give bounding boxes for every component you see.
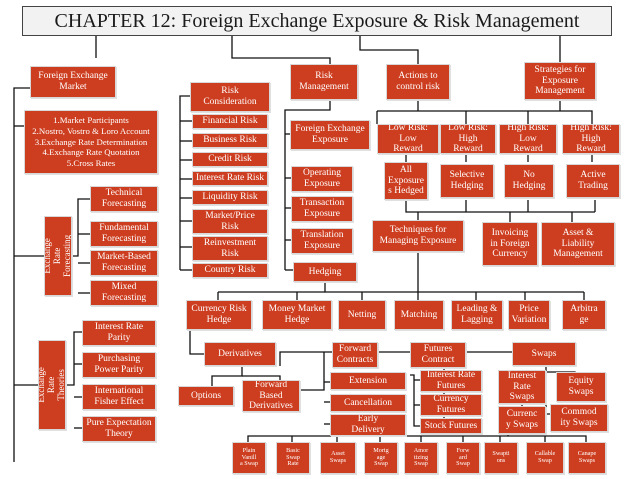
- connector: [72, 198, 90, 257]
- connector: [179, 95, 190, 270]
- node-pure-expectation-theory: Pure Expectation Theory: [82, 416, 156, 442]
- node-exchange-rate-theories: Exchange Rate Theories: [38, 340, 66, 430]
- node-price-variation: Price Variation: [508, 300, 550, 330]
- connector: [189, 330, 204, 355]
- node-forward-contracts: Forward Contracts: [332, 342, 378, 368]
- node-interest-rate-futures: Interest Rate Futures: [420, 370, 482, 392]
- node-extension: Extension: [330, 372, 406, 390]
- node-mortgage-swap: Mortg age Swap: [364, 442, 398, 474]
- node-derivatives: Derivatives: [204, 342, 276, 366]
- node-plain-vanilla-swap: Plain Vanill a Swap: [232, 442, 266, 474]
- node-high-risk-high-reward: High Risk: High Reward: [562, 124, 620, 154]
- node-arbitrage: Arbitra ge: [562, 300, 606, 330]
- node-high-risk-low-reward: High Risk: Low Reward: [499, 124, 557, 154]
- connector: [545, 372, 550, 415]
- connector: [231, 36, 331, 64]
- node-canape-swaps: Canape Swaps: [568, 442, 606, 474]
- node-futures-contract: Futures Contract: [410, 342, 466, 368]
- node-techniques-managing-exposure: Techniques for Managing Exposure: [372, 220, 464, 252]
- node-matching: Matching: [394, 300, 444, 330]
- node-actions-to-control-risk: Actions to control risk: [386, 64, 450, 100]
- node-swaps: Swaps: [512, 342, 576, 366]
- node-commodity-swaps: Commod ity Swaps: [550, 404, 608, 432]
- connector: [359, 36, 419, 64]
- node-asset-swaps: Asset Swaps: [320, 442, 356, 474]
- node-purchasing-power-parity: Purchasing Power Parity: [82, 352, 156, 378]
- node-money-market-hedge: Money Market Hedge: [262, 300, 332, 330]
- node-fx-market: Foreign Exchange Market: [30, 66, 116, 98]
- node-risk-consideration: Risk Consideration: [190, 82, 270, 112]
- connector: [405, 200, 595, 213]
- node-active-trading: Active Trading: [566, 164, 620, 198]
- node-swaptions: Swapti ons: [484, 442, 518, 474]
- node-currency-swaps: Currenc y Swaps: [498, 406, 546, 434]
- node-forward-based-derivatives: Forward Based Derivatives: [242, 380, 300, 412]
- node-amortizing-swap: Amor tizing Swap: [404, 442, 438, 474]
- node-market-based-forecasting: Market-Based Forecasting: [90, 250, 158, 276]
- node-market-topics-list: 1.Market Participants 2.Nostro, Vostro &…: [24, 110, 158, 174]
- connector: [211, 366, 243, 386]
- node-interest-rate-swaps: Interest Rate Swaps: [498, 370, 546, 404]
- node-invoicing-foreign-currency: Invoicing in Foreign Currency: [482, 222, 538, 266]
- node-financial-risk: Financial Risk: [192, 114, 268, 129]
- connector: [279, 351, 332, 366]
- connector: [66, 331, 82, 386]
- node-risk-management: Risk Management: [290, 64, 358, 100]
- node-forward-swap: Forw ard Swap: [446, 442, 480, 474]
- node-mixed-forecasting: Mixed Forecasting: [90, 280, 158, 306]
- node-market-price-risk: Market/Price Risk: [192, 209, 268, 234]
- node-technical-forecasting: Technical Forecasting: [90, 186, 158, 212]
- node-cancellation: Cancellation: [330, 394, 406, 412]
- node-operating-exposure: Operating Exposure: [291, 166, 353, 192]
- node-low-risk-high-reward: Low Risk: High Reward: [440, 124, 496, 154]
- node-translation-exposure: Translation Exposure: [291, 228, 353, 254]
- node-all-exposures-hedged: All Exposure s Hedged: [384, 162, 428, 200]
- node-reinvestment-risk: Reinvestment Risk: [192, 236, 268, 261]
- node-hedging: Hedging: [293, 262, 357, 282]
- node-currency-risk-hedge: Currency Risk Hedge: [186, 300, 252, 330]
- node-credit-risk: Credit Risk: [192, 152, 268, 167]
- connector: [377, 110, 593, 124]
- node-currency-futures: Currency Futures: [420, 394, 482, 416]
- node-liquidity-risk: Liquidity Risk: [192, 190, 268, 205]
- connector: [508, 435, 587, 442]
- node-no-hedging: No Hedging: [504, 164, 554, 198]
- node-selective-hedging: Selective Hedging: [440, 164, 494, 198]
- node-basic-swap-rate: Basic Swap Rate: [276, 442, 310, 474]
- connector: [284, 100, 331, 270]
- node-equity-swaps: Equity Swaps: [556, 372, 606, 402]
- node-netting: Netting: [338, 300, 386, 330]
- node-stock-futures: Stock Futures: [420, 418, 482, 434]
- node-strategies-for-exposure: Strategies for Exposure Management: [524, 62, 596, 100]
- node-international-fisher-effect: International Fisher Effect: [82, 384, 156, 410]
- node-early-delivery: Early Delivery: [330, 414, 406, 436]
- connector: [300, 352, 325, 391]
- node-fundamental-forecasting: Fundamental Forecasting: [90, 221, 158, 247]
- node-interest-rate-parity: Interest Rate Parity: [82, 320, 156, 346]
- node-fx-exposure: Foreign Exchange Exposure: [290, 120, 370, 150]
- node-interest-rate-risk: Interest Rate Risk: [192, 171, 268, 186]
- node-callable-swap: Callable Swap: [526, 442, 564, 474]
- node-exchange-rate-forecasting: Exchange Rate Forecasting: [44, 216, 72, 296]
- node-leading-lagging: Leading & Lagging: [451, 300, 503, 330]
- connector: [13, 87, 30, 462]
- connector: [410, 374, 420, 427]
- node-business-risk: Business Risk: [192, 133, 268, 148]
- node-transaction-exposure: Transaction Exposure: [291, 196, 353, 222]
- node-options: Options: [178, 386, 234, 406]
- connector: [324, 282, 584, 293]
- node-country-risk: Country Risk: [192, 263, 268, 278]
- node-low-risk-low-reward: Low Risk: Low Reward: [377, 124, 439, 154]
- connector: [242, 375, 281, 380]
- node-asset-liability-management: Asset & Liability Management: [541, 222, 615, 266]
- chapter-title: CHAPTER 12: Foreign Exchange Exposure & …: [22, 6, 612, 36]
